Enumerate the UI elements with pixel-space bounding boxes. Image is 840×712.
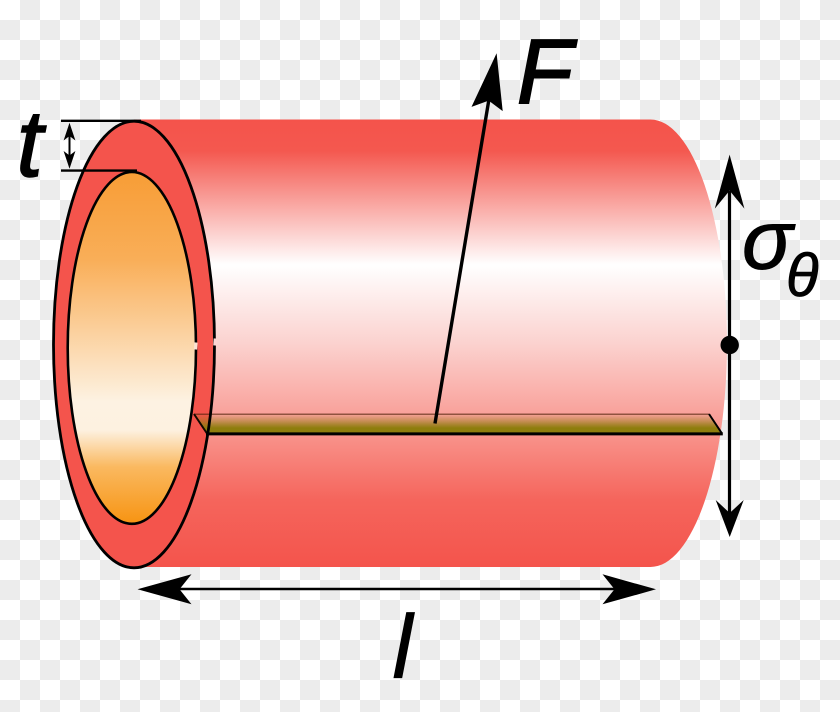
svg-text:σ: σ <box>742 193 796 287</box>
svg-text:θ: θ <box>786 242 819 309</box>
svg-text:F: F <box>517 22 577 123</box>
svg-text:l: l <box>393 598 416 698</box>
svg-text:t: t <box>17 91 47 197</box>
